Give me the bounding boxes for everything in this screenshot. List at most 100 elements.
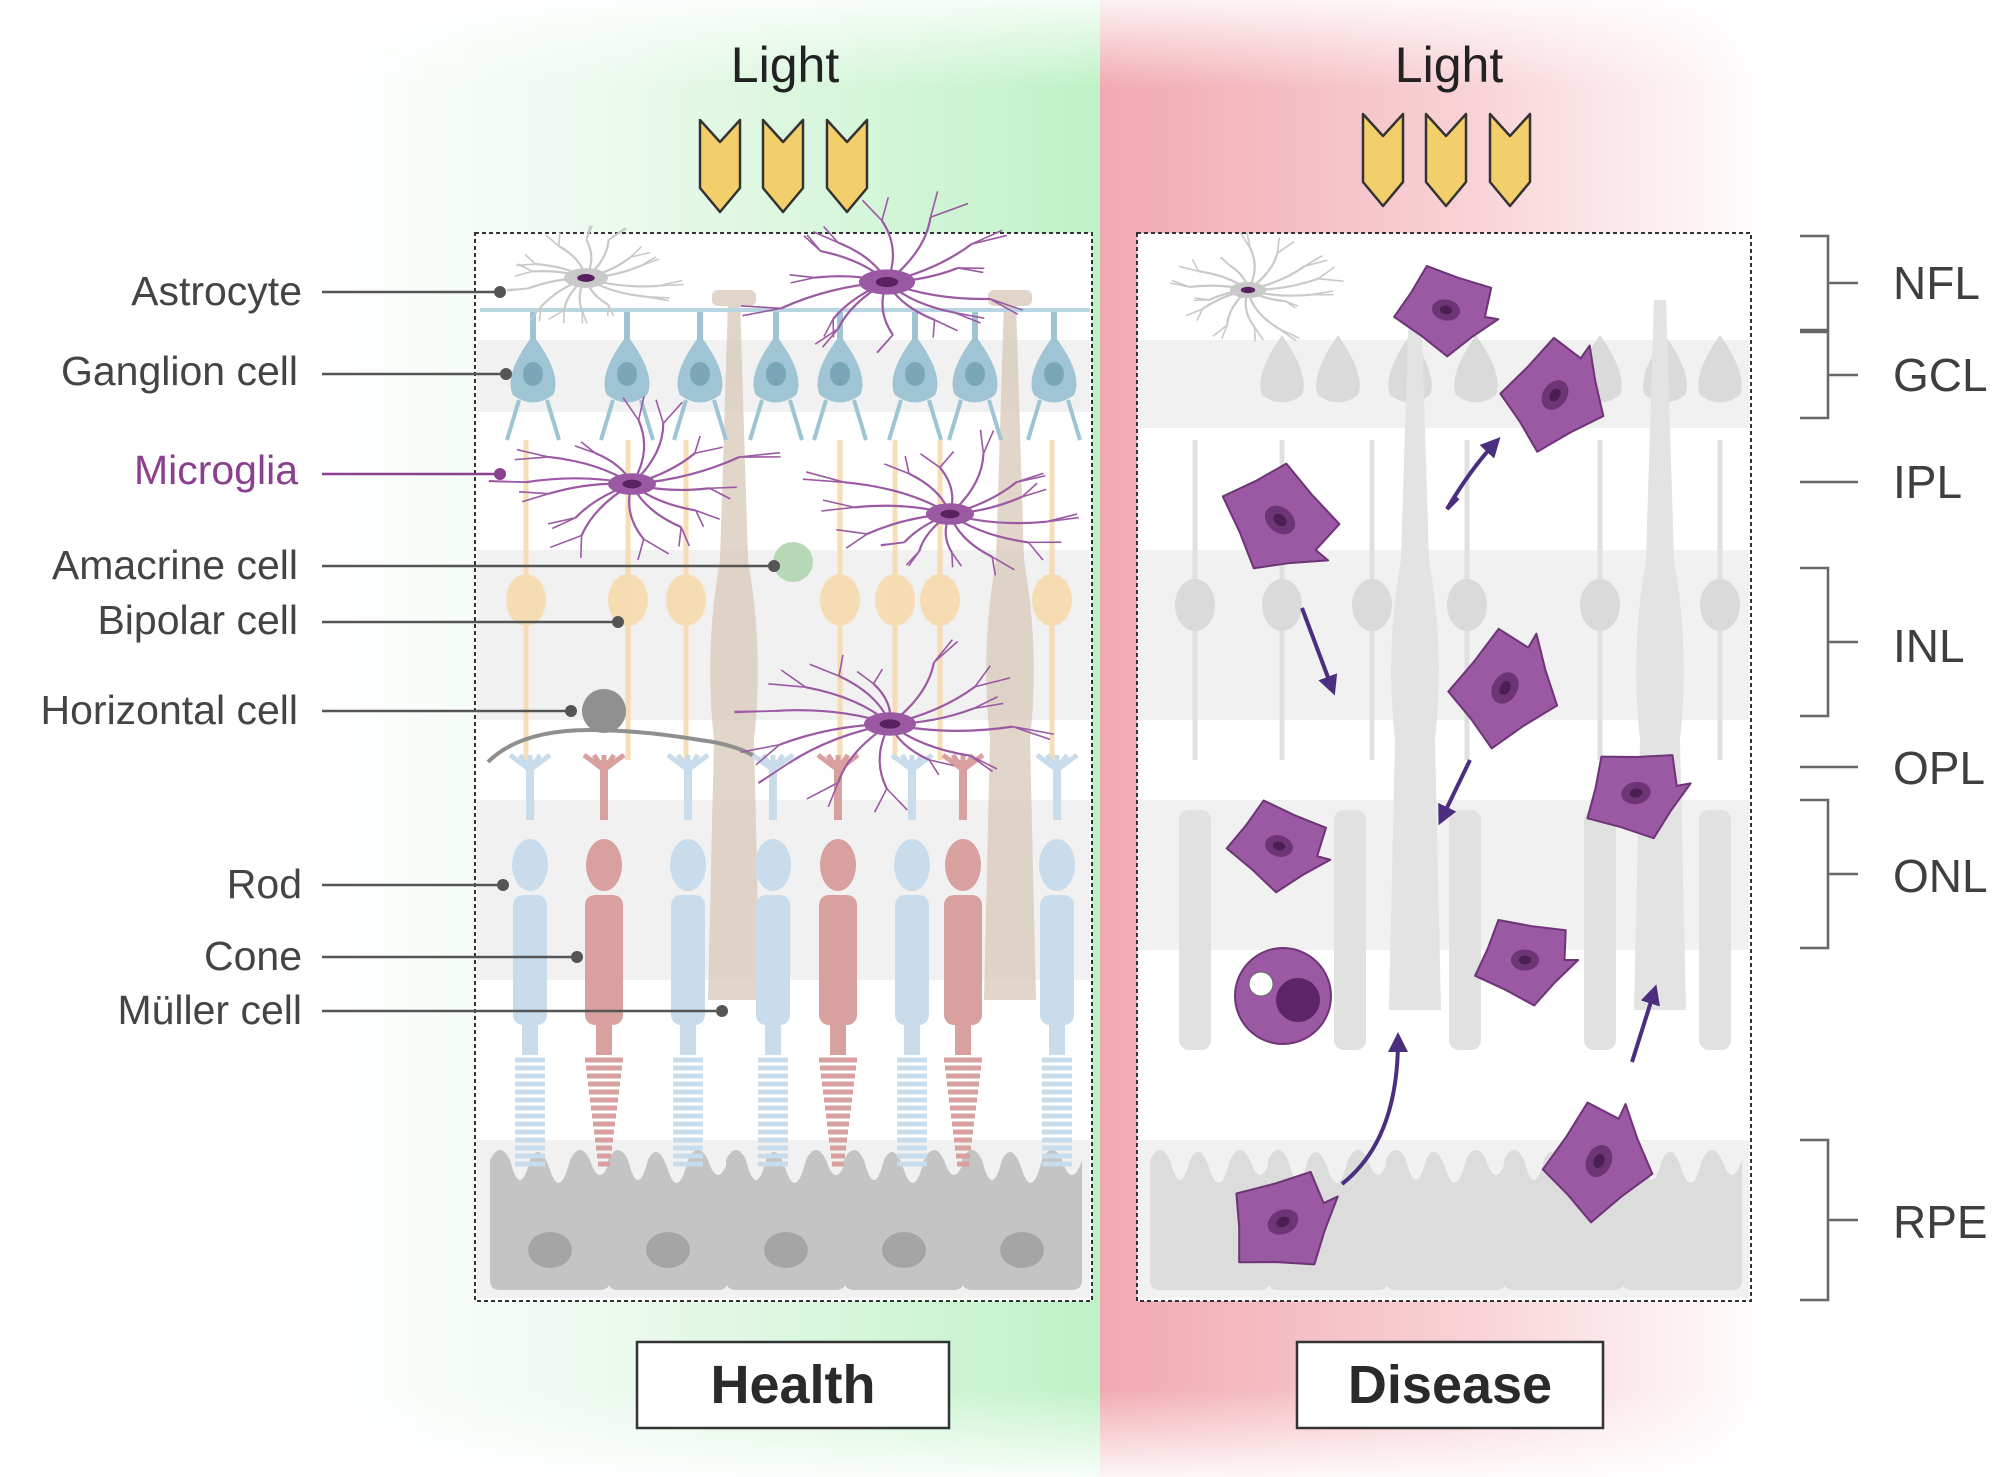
light-arrow-icon bbox=[761, 118, 805, 214]
amacrine-cell bbox=[773, 542, 813, 582]
activated-microglia-cell bbox=[1221, 462, 1341, 570]
svg-text:Bipolar cell: Bipolar cell bbox=[97, 597, 298, 643]
health-box: Health bbox=[635, 1340, 951, 1430]
activated-microglia-cell bbox=[1393, 264, 1500, 358]
light-arrow-icon bbox=[1488, 112, 1532, 208]
bipolar-cell bbox=[666, 440, 706, 760]
light-arrow-icon bbox=[825, 118, 869, 214]
activated-microglia-cell bbox=[1235, 1170, 1339, 1266]
layer-labels bbox=[1800, 234, 1858, 1302]
light-chevrons bbox=[698, 112, 1532, 214]
disease-panel bbox=[1136, 231, 1752, 1302]
rod-cell bbox=[666, 753, 710, 1167]
svg-text:Ganglion cell: Ganglion cell bbox=[61, 348, 298, 394]
activated-microglia-cell bbox=[1586, 754, 1692, 840]
bipolar-cell bbox=[1032, 440, 1072, 760]
rod-cell bbox=[508, 753, 552, 1167]
activated-microglia-cell bbox=[1474, 919, 1580, 1007]
layer-gcl: GCL bbox=[1893, 349, 1988, 401]
light-arrow-icon bbox=[1424, 112, 1468, 208]
svg-text:Horizontal cell: Horizontal cell bbox=[41, 687, 299, 733]
layer-rpe: RPE bbox=[1893, 1196, 1988, 1248]
cone-cell bbox=[582, 753, 626, 1167]
ganglion-cell bbox=[599, 308, 655, 441]
microglia-cell bbox=[740, 191, 1023, 354]
ganglion-cell bbox=[1698, 335, 1742, 403]
bipolar-cell bbox=[1352, 440, 1392, 760]
layer-label-texts: NFL GCL IPL INL OPL ONL RPE bbox=[1893, 257, 1988, 1248]
layer-ipl: IPL bbox=[1893, 456, 1962, 508]
label-microglia: Microglia bbox=[134, 447, 506, 493]
photoreceptor-degenerated bbox=[1449, 810, 1481, 1050]
bipolar-cell bbox=[820, 440, 860, 760]
svg-text:Amacrine cell: Amacrine cell bbox=[52, 542, 298, 588]
light-arrow-icon bbox=[698, 118, 742, 214]
label-amacrine-cell: Amacrine cell bbox=[52, 542, 780, 588]
rpe-cell bbox=[1622, 1150, 1742, 1290]
bipolar-cell bbox=[506, 440, 546, 760]
layer-nfl: NFL bbox=[1893, 257, 1980, 309]
activated-microglia-cell bbox=[1225, 799, 1332, 894]
disease-box: Disease bbox=[1295, 1340, 1605, 1430]
migration-arrow-icon bbox=[1445, 437, 1501, 511]
rpe-cell bbox=[490, 1150, 610, 1290]
activated-microglia-cell bbox=[1447, 627, 1559, 750]
ganglion-cell bbox=[1026, 308, 1082, 441]
rpe-cell bbox=[608, 1150, 728, 1290]
photoreceptor-degenerated bbox=[1334, 810, 1366, 1050]
svg-text:Microglia: Microglia bbox=[134, 447, 298, 493]
rod-cell bbox=[1035, 753, 1079, 1167]
migration-arrow-icon bbox=[1340, 1032, 1408, 1186]
svg-text:Rod: Rod bbox=[227, 861, 302, 907]
health-cells bbox=[480, 191, 1090, 1290]
bipolar-cell bbox=[1700, 440, 1740, 760]
cone-cell bbox=[941, 753, 985, 1167]
rpe-cell bbox=[962, 1150, 1082, 1290]
microglia-cell bbox=[488, 395, 781, 561]
layer-opl: OPL bbox=[1893, 742, 1985, 794]
ganglion-cell bbox=[1260, 335, 1304, 403]
photoreceptor-degenerated bbox=[1584, 810, 1616, 1050]
label-horizontal-cell: Horizontal cell bbox=[41, 687, 577, 733]
cone-cell bbox=[816, 753, 860, 1167]
label-astrocyte: Astrocyte bbox=[131, 268, 506, 314]
bipolar-cell bbox=[875, 440, 915, 760]
muller-cell bbox=[1389, 300, 1441, 1010]
migration-arrow-icon bbox=[1300, 607, 1338, 696]
rpe-cell bbox=[1386, 1150, 1506, 1290]
migration-arrow-icon bbox=[1630, 984, 1660, 1063]
microglia-cell bbox=[802, 429, 1080, 576]
ganglion-cell bbox=[947, 308, 1003, 441]
label-ganglion-cell: Ganglion cell bbox=[61, 348, 512, 394]
photoreceptor-degenerated bbox=[1179, 810, 1211, 1050]
ganglion-cell bbox=[1316, 335, 1360, 403]
astrocyte-cell bbox=[506, 225, 684, 324]
svg-text:Disease: Disease bbox=[1348, 1355, 1552, 1415]
ganglion-cell bbox=[672, 308, 728, 441]
ganglion-cell bbox=[505, 308, 561, 441]
microglia-cell bbox=[734, 639, 1054, 813]
rpe-cell bbox=[726, 1150, 846, 1290]
muller-cell bbox=[708, 290, 760, 1000]
health-panel bbox=[474, 191, 1093, 1302]
activated-microglia-cell bbox=[1541, 1101, 1654, 1224]
phagocytic-microglia-cell bbox=[1234, 947, 1332, 1045]
light-label-health: Light bbox=[731, 37, 840, 93]
ganglion-cell bbox=[1454, 335, 1498, 403]
layer-inl: INL bbox=[1893, 620, 1965, 672]
activated-microglia-cell bbox=[1499, 336, 1605, 453]
rod-cell bbox=[890, 753, 934, 1167]
label-bipolar-cell: Bipolar cell bbox=[97, 597, 624, 643]
photoreceptor-degenerated bbox=[1699, 810, 1731, 1050]
bipolar-cell bbox=[1175, 440, 1215, 760]
light-label-disease: Light bbox=[1395, 37, 1504, 93]
astrocyte-cell bbox=[1169, 231, 1344, 342]
label-muller-cell: Müller cell bbox=[117, 987, 728, 1033]
ganglion-cell bbox=[887, 308, 943, 441]
cell-labels: Astrocyte Ganglion cell Microglia Amacri… bbox=[41, 268, 780, 1033]
light-arrow-icon bbox=[1361, 112, 1405, 208]
bipolar-cell bbox=[1580, 440, 1620, 760]
horizontal-cell bbox=[486, 689, 762, 764]
svg-text:Astrocyte: Astrocyte bbox=[131, 268, 302, 314]
